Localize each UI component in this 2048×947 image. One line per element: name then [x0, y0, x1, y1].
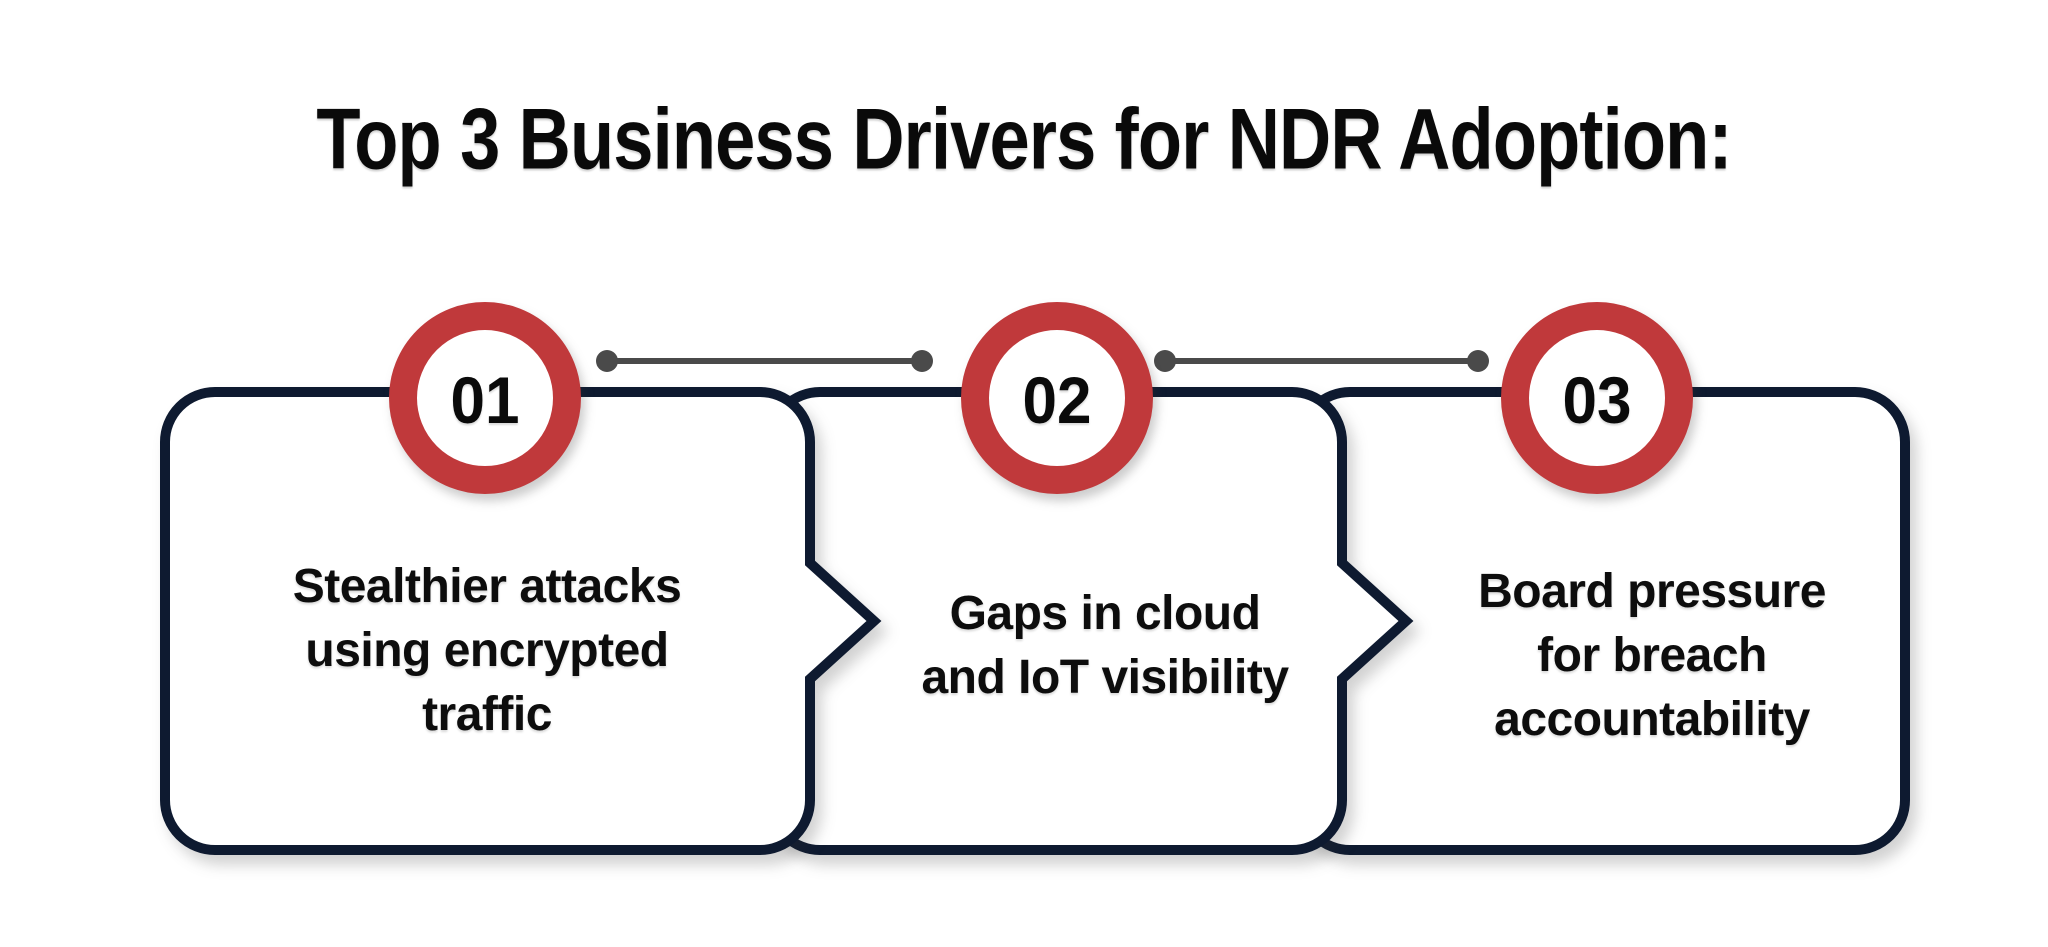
step-label-1: Stealthier attacks using encrypted traff… [293, 555, 682, 747]
connector-1 [596, 350, 933, 372]
step-label-2: Gaps in cloud and IoT visibility [921, 582, 1289, 710]
step-label-line: using encrypted [305, 624, 669, 677]
step-label-3: Board pressure for breach accountability [1478, 560, 1826, 752]
step-label-line: Board pressure [1478, 565, 1826, 618]
step-ring-3 [1501, 302, 1693, 494]
step-label-line: for breach [1537, 629, 1767, 682]
step-number-2: 02 [1022, 363, 1092, 437]
connector-dot [1467, 350, 1489, 372]
page-title: Top 3 Business Drivers for NDR Adoption: [316, 91, 1732, 188]
step-label-line: Stealthier attacks [292, 560, 682, 613]
connector-dot [911, 350, 933, 372]
step-label-line: accountability [1494, 693, 1810, 746]
step-ring-2 [961, 302, 1153, 494]
step-number-1: 01 [450, 363, 520, 437]
connector-2 [1154, 350, 1489, 372]
step-ring-1 [389, 302, 581, 494]
step-label-line: Gaps in cloud [949, 587, 1261, 640]
connector-dot [596, 350, 618, 372]
step-label-line: traffic [422, 688, 552, 741]
step-number-3: 03 [1562, 363, 1632, 437]
card-shape-1 [160, 387, 882, 855]
connector-dot [1154, 350, 1176, 372]
step-label-line: and IoT visibility [921, 651, 1289, 704]
